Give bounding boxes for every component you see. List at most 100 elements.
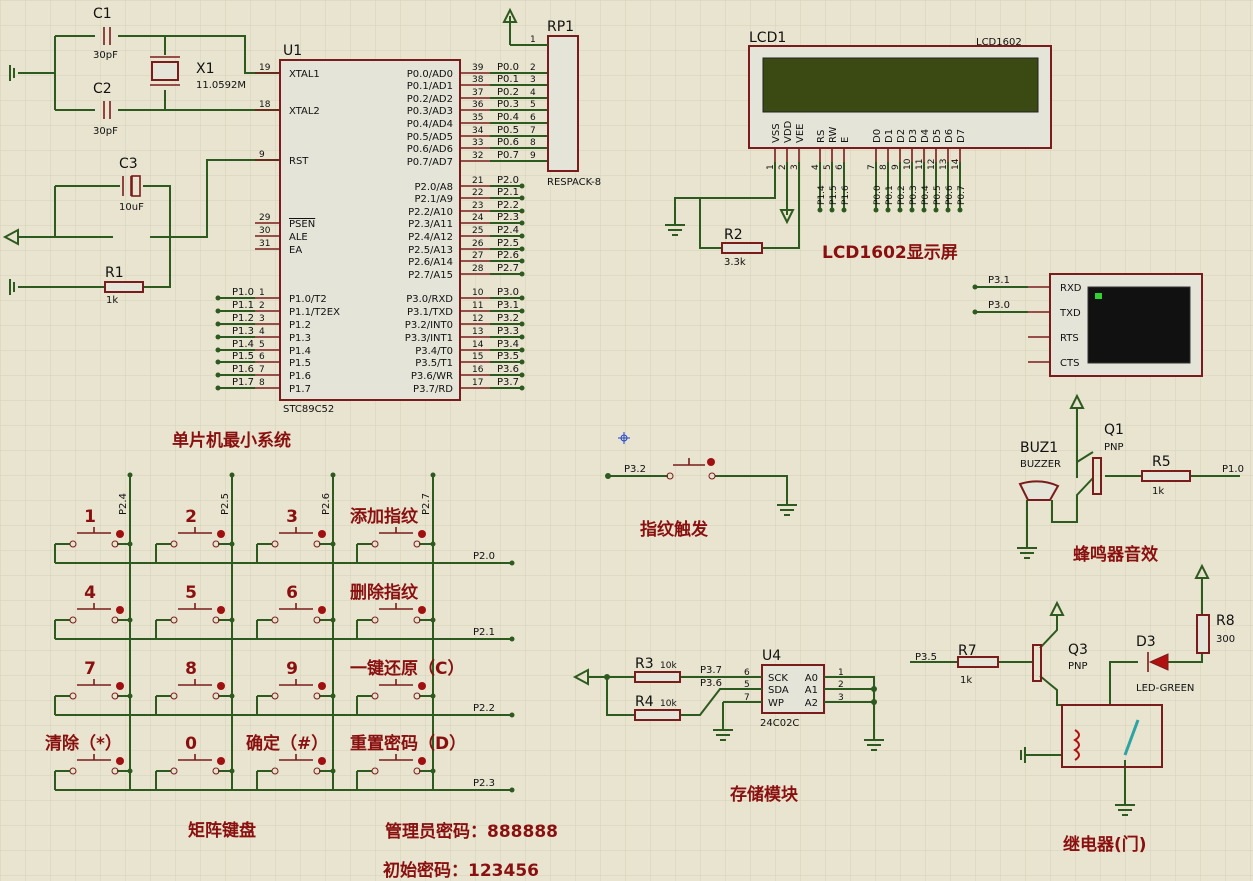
mcu-pin-number: 9 <box>259 150 265 160</box>
net-label: P2.3 <box>497 212 519 223</box>
net-label: P1.1 <box>232 300 254 311</box>
net-terminal <box>519 246 525 252</box>
mcu-pin-name: P0.6/AD6 <box>407 144 453 155</box>
net-label: P3.4 <box>497 339 519 350</box>
key-junction <box>127 768 133 774</box>
storage-title: 存储模块 <box>730 784 799 805</box>
key-junction <box>127 693 133 699</box>
mcu-pin-number: 18 <box>259 100 271 110</box>
key-label: 一键还原（C） <box>350 658 464 679</box>
net-label: P1.6 <box>841 185 851 205</box>
net-terminal <box>519 295 525 301</box>
key-indicator <box>318 757 326 765</box>
key-label: 确定（#） <box>246 733 328 754</box>
mcu-pin-number: 26 <box>472 239 484 249</box>
r7-symbol <box>957 656 999 668</box>
mcu-pin-number: 10 <box>472 288 484 298</box>
led-symbol <box>1148 653 1169 671</box>
mcu-pin-number: 35 <box>472 113 483 123</box>
key-junction <box>229 693 235 699</box>
net-terminal <box>519 334 525 340</box>
lcd-pin-number: 12 <box>927 159 937 170</box>
key-contact <box>371 540 379 548</box>
relay-contact <box>1123 719 1140 756</box>
net-label: P0.4 <box>921 185 931 205</box>
net-terminal <box>215 385 221 391</box>
mcu-pin-number: 23 <box>472 201 483 211</box>
net-terminal <box>430 472 436 478</box>
key-contact <box>170 767 178 775</box>
mcu-pin-name: P3.2/INT0 <box>405 320 453 331</box>
respack-pin-number: 9 <box>530 151 536 161</box>
r1-symbol <box>104 281 144 293</box>
net-terminal <box>519 347 525 353</box>
mcu-pin-name: XTAL1 <box>289 69 320 80</box>
net-label: P0.6 <box>497 137 519 148</box>
key-junction <box>330 541 336 547</box>
q1-ref: Q1 <box>1104 422 1124 438</box>
eeprom-pin-number: 5 <box>744 680 750 690</box>
lcd-screen <box>762 57 1039 113</box>
net-label: P0.2 <box>497 87 519 98</box>
key-indicator <box>217 530 225 538</box>
key-contact <box>413 692 421 700</box>
key-label: 9 <box>286 659 298 679</box>
key-contact <box>313 540 321 548</box>
key-contact <box>111 692 119 700</box>
net-terminal <box>215 334 221 340</box>
net-label: P0.7 <box>497 150 519 161</box>
net-label: P3.3 <box>497 326 519 337</box>
net-label: P1.6 <box>232 364 254 375</box>
c2-ref: C2 <box>93 81 112 97</box>
lcd-pin-number: 14 <box>951 158 961 170</box>
admin-password: 管理员密码：888888 <box>385 821 558 842</box>
net-terminal <box>519 183 525 189</box>
lcd-pin-number: 8 <box>879 164 889 170</box>
lcd-pin-name: VSS <box>771 123 782 143</box>
lcd-title: LCD1602显示屏 <box>822 243 958 263</box>
key-contact <box>170 616 178 624</box>
lcd-pin-name: E <box>840 137 851 143</box>
mcu-pin-name: P3.6/WR <box>411 371 453 382</box>
keypad-row-net: P2.0 <box>473 551 495 562</box>
net-terminal <box>519 359 525 365</box>
x1-ref: X1 <box>196 61 215 77</box>
mcu-pin-number: 15 <box>472 352 483 362</box>
mcu-pin-number: 2 <box>259 301 265 311</box>
u4-ref: U4 <box>762 648 781 664</box>
mcu-pin-number: 29 <box>259 213 271 223</box>
mcu-pin-name: XTAL2 <box>289 106 320 117</box>
keypad-row-net: P2.3 <box>473 778 495 789</box>
mcu-pin-name: RST <box>289 156 309 167</box>
key-contact <box>111 616 119 624</box>
net-terminal <box>127 472 133 478</box>
keypad-row-net: P2.1 <box>473 627 495 638</box>
mcu-pin-name: P0.3/AD3 <box>407 106 453 117</box>
terminal-screen <box>1087 286 1191 364</box>
mcu-pin-number: 22 <box>472 188 483 198</box>
keypad-column-net: P2.4 <box>118 493 129 515</box>
lcd1-part: LCD1602 <box>976 37 1022 48</box>
r7-ref: R7 <box>958 643 977 659</box>
c2-value: 30pF <box>93 126 118 137</box>
key-label: 8 <box>185 659 197 679</box>
key-contact <box>413 540 421 548</box>
lcd-pin-name: D7 <box>956 129 967 143</box>
r5-symbol <box>1141 470 1191 482</box>
key-contact <box>271 767 279 775</box>
net-label: P2.1 <box>497 187 519 198</box>
r4-net: P3.6 <box>700 678 722 689</box>
key-indicator <box>418 682 426 690</box>
net-terminal <box>215 295 221 301</box>
lcd-pin-name: D5 <box>932 129 943 143</box>
crystal-symbol <box>151 61 179 81</box>
net-label: P3.1 <box>988 275 1010 286</box>
keypad-column-net: P2.5 <box>220 493 231 515</box>
relay-symbol <box>1061 704 1163 768</box>
lcd-pin-name: RW <box>828 126 839 143</box>
fingerprint-button[interactable] <box>673 458 705 466</box>
net-label: P2.5 <box>497 238 519 249</box>
key-label: 3 <box>286 507 298 527</box>
